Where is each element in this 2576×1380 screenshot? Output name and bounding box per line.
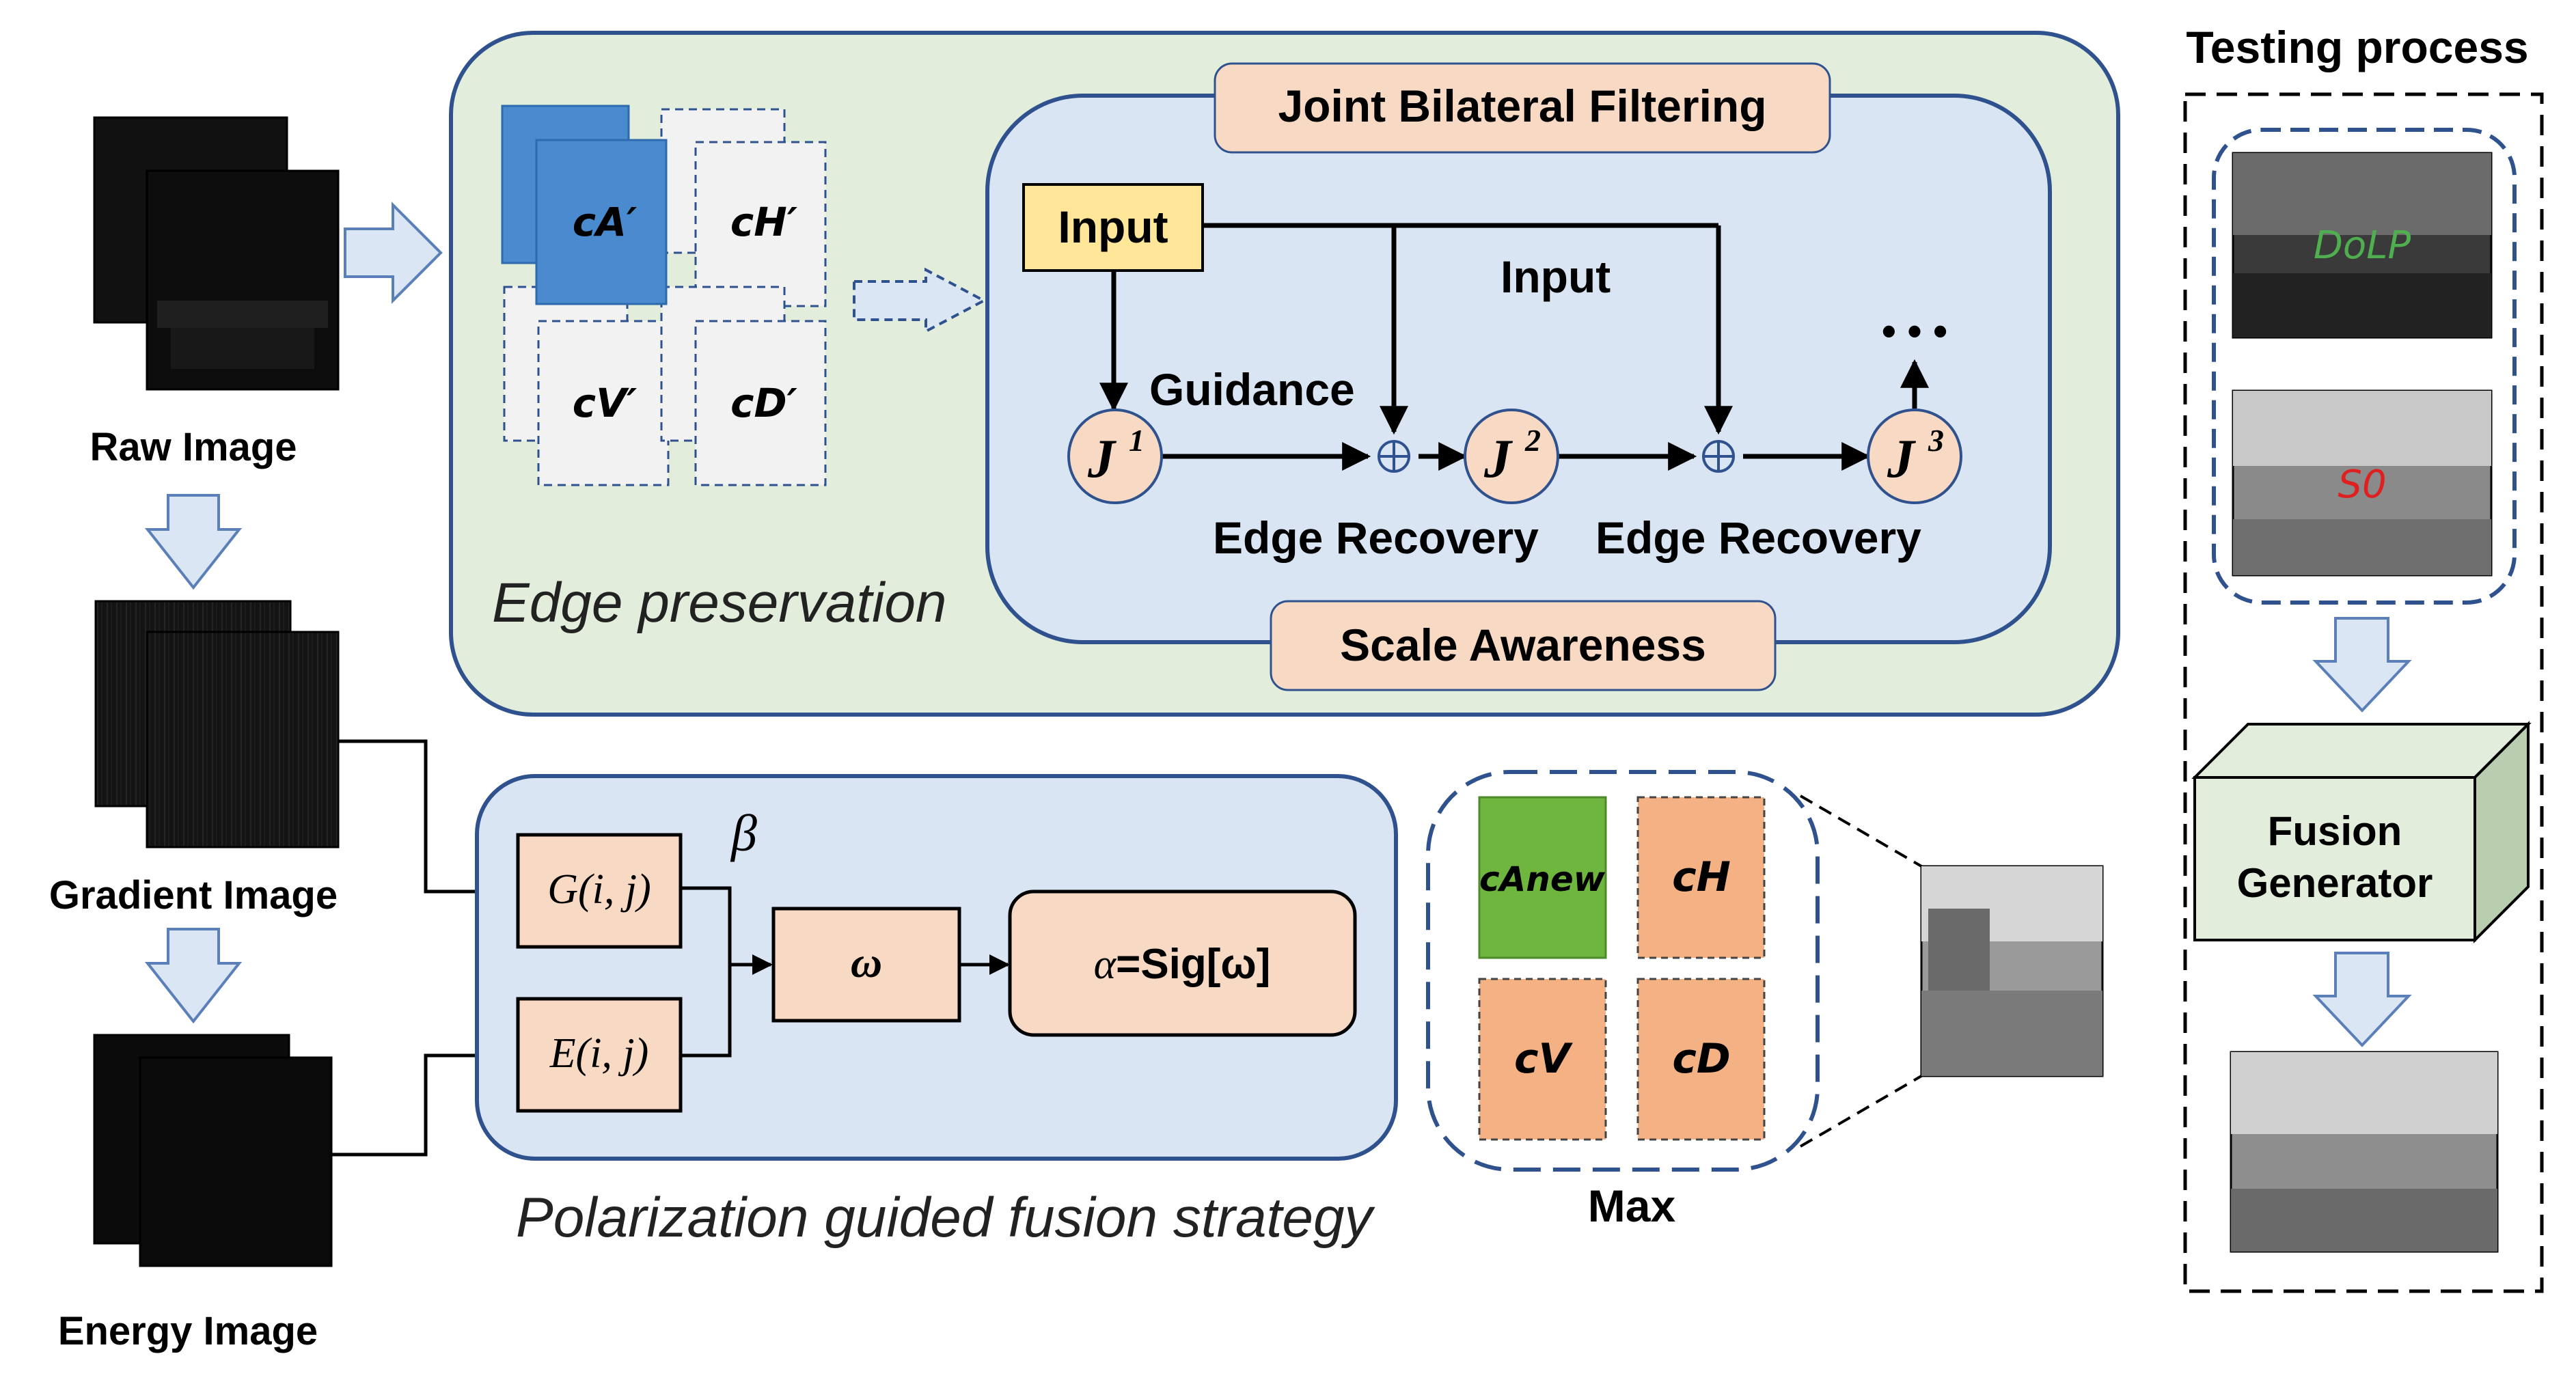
fusion-connections <box>681 886 1010 1058</box>
beta-label: β <box>730 805 757 862</box>
node-j2-label: J <box>1483 429 1513 489</box>
scale-awareness-label: Scale Awareness <box>1340 620 1706 670</box>
tile-cv-label: cV <box>1514 1035 1574 1083</box>
tile-cv-prime: cV′ <box>573 380 638 426</box>
tile-cd <box>1636 978 1766 1141</box>
down-arrow-testing-1 <box>2312 617 2412 713</box>
g-box <box>516 833 683 949</box>
edge-recovery-label-2: Edge Recovery <box>1595 512 1921 563</box>
e-box-label: E(i, j) <box>549 1030 649 1077</box>
jbf-connections <box>1099 223 1929 471</box>
edge-preservation-title: Edge preservation <box>492 572 947 634</box>
omega-box-label: ω <box>851 938 882 986</box>
ellipsis: • • • <box>1882 308 1947 354</box>
raw-image-label: Raw Image <box>90 425 297 469</box>
sum-node-1 <box>1378 440 1410 473</box>
node-j2-exponent: 2 <box>1524 423 1541 458</box>
tile-cv <box>1478 978 1607 1141</box>
down-arrow-raw <box>144 494 243 590</box>
jbf-title: Joint Bilateral Filtering <box>1278 81 1766 131</box>
alpha-expression: =Sig[ω] <box>1116 941 1270 988</box>
fusion-strategy-title: Polarization guided fusion strategy <box>516 1187 1376 1249</box>
alpha-box <box>1008 889 1357 1037</box>
raw-image-stack <box>93 116 340 391</box>
fusion-generator-box <box>2191 721 2532 943</box>
edge-recovery-label-1: Edge Recovery <box>1213 512 1539 563</box>
gradient-image-label: Gradient Image <box>49 873 338 917</box>
down-arrow-gradient <box>144 928 243 1024</box>
dashed-arrow-to-jbf <box>853 267 987 334</box>
node-j3 <box>1867 409 1962 504</box>
tile-ch-prime: cH′ <box>730 199 797 245</box>
alpha-box-label: α=Sig[ω] <box>1094 941 1271 988</box>
node-j1-label: J <box>1087 429 1117 489</box>
s0-label: S0 <box>2338 463 2386 507</box>
gradient-image-stack <box>94 600 340 848</box>
guidance-label: Guidance <box>1149 364 1355 415</box>
jbf-title-box <box>1214 62 1831 154</box>
tile-ch <box>1636 796 1766 959</box>
connector-gradient-to-g <box>338 739 518 902</box>
s0-image <box>2232 389 2493 577</box>
zoom-line-bottom <box>1799 1075 1923 1148</box>
dolp-label: DoLP <box>2314 223 2411 268</box>
tile-ca-prime: cA′ <box>573 199 638 245</box>
energy-image-stack <box>93 1034 333 1267</box>
fusion-generator-line2: Generator <box>2237 860 2433 906</box>
tile-canew-label: cAnew <box>1479 859 1606 899</box>
jbf-input-label: Input <box>1501 251 1611 302</box>
node-j1-exponent: 1 <box>1129 423 1145 458</box>
node-j2 <box>1464 409 1559 504</box>
fused-output-image <box>1920 865 2104 1077</box>
sum-node-2 <box>1702 440 1735 473</box>
e-box <box>516 997 683 1113</box>
final-output-image <box>2230 1051 2499 1253</box>
alpha-symbol: α <box>1094 941 1117 988</box>
testing-frame <box>2183 92 2544 1293</box>
scale-awareness-box <box>1270 600 1777 691</box>
node-j1 <box>1067 409 1163 504</box>
tile-ch-label: cH <box>1672 853 1731 901</box>
node-j3-label: J <box>1887 429 1917 489</box>
node-j3-exponent: 3 <box>1928 423 1944 458</box>
omega-box <box>771 907 961 1023</box>
fusion-generator-line1: Fusion <box>2268 808 2402 854</box>
max-label: Max <box>1588 1181 1676 1231</box>
zoom-line-top <box>1799 795 1923 868</box>
testing-title: Testing process <box>2186 22 2528 72</box>
tile-cd-label: cD <box>1672 1035 1730 1083</box>
g-box-label: G(i, j) <box>547 866 651 913</box>
dolp-image <box>2232 152 2493 339</box>
right-arrow-raw <box>344 202 443 304</box>
energy-image-label: Energy Image <box>58 1309 318 1353</box>
tile-canew <box>1478 796 1607 959</box>
down-arrow-testing-2 <box>2312 952 2412 1047</box>
wavelet-tiles <box>501 105 827 486</box>
tile-cd-prime: cD′ <box>730 380 797 426</box>
jbf-input-box-label: Input <box>1058 202 1168 252</box>
connector-energy-to-e <box>331 1045 518 1157</box>
